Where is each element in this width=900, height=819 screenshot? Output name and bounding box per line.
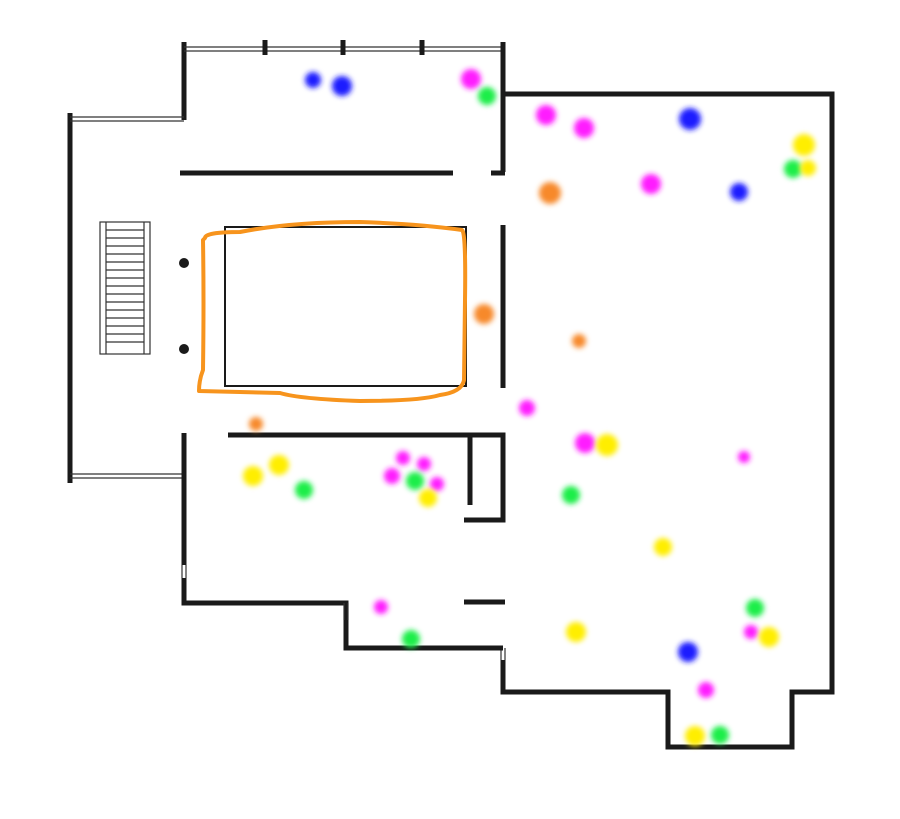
green-dot <box>711 726 729 744</box>
green-dot <box>478 87 496 105</box>
green-dot <box>784 160 802 178</box>
blue-dot <box>678 642 698 662</box>
walls <box>67 40 835 750</box>
orange-dot <box>572 334 586 348</box>
green-dot <box>406 472 424 490</box>
magenta-dot <box>744 625 758 639</box>
yellow-dot <box>419 489 437 507</box>
yellow-dot <box>685 726 705 746</box>
magenta-dot <box>536 105 556 125</box>
magenta-dot <box>641 174 661 194</box>
inner-room <box>224 226 467 387</box>
column <box>179 344 189 354</box>
yellow-dot <box>566 622 586 642</box>
magenta-dot <box>396 451 410 465</box>
yellow-dot <box>596 434 618 456</box>
green-dot <box>295 481 313 499</box>
magenta-dot <box>461 69 481 89</box>
yellow-dot <box>793 134 815 156</box>
orange-dot <box>249 417 263 431</box>
green-dot <box>746 599 764 617</box>
green-dot <box>402 630 420 648</box>
yellow-dot <box>759 627 779 647</box>
staircase <box>99 221 151 355</box>
highlight-outline <box>197 220 468 403</box>
column <box>179 258 189 268</box>
blue-dot <box>730 183 748 201</box>
measurement-dots <box>243 69 816 746</box>
yellow-dot <box>243 466 263 486</box>
magenta-dot <box>698 682 714 698</box>
orange-dot <box>539 182 561 204</box>
magenta-dot <box>417 457 431 471</box>
magenta-dot <box>574 118 594 138</box>
magenta-dot <box>430 477 444 491</box>
yellow-dot <box>800 160 816 176</box>
magenta-dot <box>519 400 535 416</box>
blue-dot <box>332 76 352 96</box>
magenta-dot <box>575 433 595 453</box>
blue-dot <box>679 108 701 130</box>
yellow-dot <box>269 455 289 475</box>
magenta-dot <box>384 468 400 484</box>
yellow-dot <box>654 538 672 556</box>
magenta-dot <box>374 600 388 614</box>
green-dot <box>562 486 580 504</box>
orange-dot <box>474 304 494 324</box>
blue-dot <box>305 72 321 88</box>
magenta-dot <box>738 451 750 463</box>
